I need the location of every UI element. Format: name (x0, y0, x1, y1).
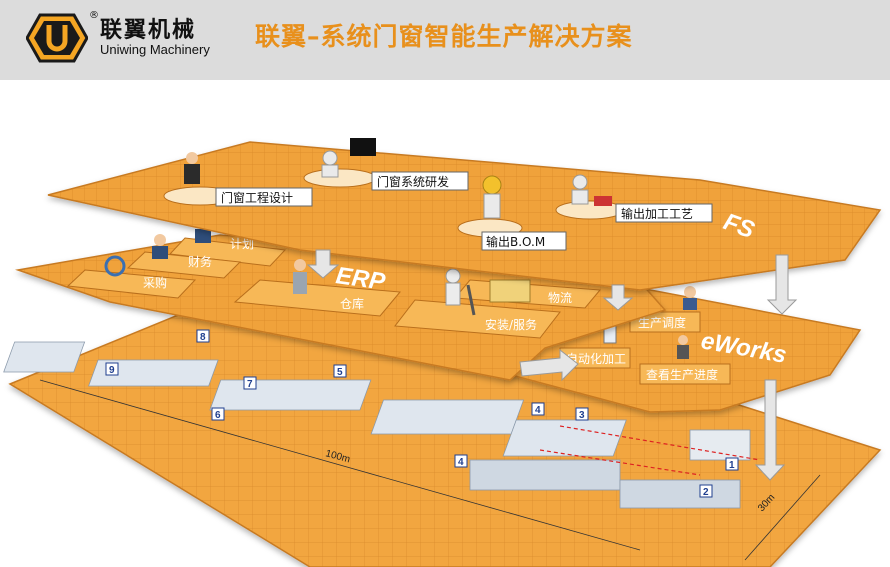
engineering-design-box (215, 187, 313, 207)
svg-text:5: 5 (337, 367, 343, 378)
fs-to-erp-arrow (306, 249, 340, 279)
machine-lines (3, 341, 751, 509)
warehouse-pad (233, 279, 401, 317)
station-tag: 8 (196, 329, 210, 343)
svg-text:2: 2 (703, 487, 709, 498)
svg-text:6: 6 (215, 410, 221, 421)
width-dimension-line (744, 474, 821, 561)
station-tag: 9 (105, 362, 119, 376)
install-service-label: 安装/服务 (485, 317, 537, 332)
svg-text:8: 8 (200, 332, 206, 343)
svg-text:9: 9 (109, 365, 115, 376)
registered-mark: ® (89, 10, 99, 21)
purchase-label: 采购 (143, 275, 167, 290)
purchase-pad (66, 269, 197, 299)
station-tag: 4 (454, 454, 468, 468)
process-output-label: 输出加工工艺 (621, 206, 693, 221)
warehouse-worker-icon (294, 259, 306, 271)
svg-text:1: 1 (729, 460, 735, 471)
svg-text:7: 7 (247, 379, 253, 390)
page-title: 联翼–系统门窗智能生产解决方案 (255, 22, 633, 51)
uniwing-logo-icon (26, 13, 88, 63)
station-tag: 2 (699, 484, 713, 498)
finance-label: 财务 (188, 254, 212, 269)
fs-layer: FS 门窗工程设计 门窗系统研发 输出B.O.M 输出加工工艺 (47, 138, 882, 291)
system-rd-label: 门窗系统研发 (377, 174, 449, 189)
wrench-icon (466, 284, 476, 316)
rd-pad (303, 168, 377, 188)
scheduler-person-icon (684, 286, 696, 298)
laptop-person-icon (572, 174, 588, 190)
bom-label: 输出B.O.M (486, 234, 545, 249)
factory-floor-layer: 100m 30m 1 2 3 4 4 5 6 7 8 9 (3, 264, 882, 567)
station-tag: 4 (531, 402, 545, 416)
plan-pad (168, 237, 287, 267)
logistics-label: 物流 (548, 291, 572, 305)
install-service-pad (394, 299, 561, 339)
eworks-to-factory-arrow (754, 379, 786, 481)
monitor-icon (350, 138, 376, 156)
researcher-person-icon (322, 150, 338, 166)
schedule-label: 生产调度 (638, 315, 686, 330)
station-tag: 7 (243, 376, 257, 390)
hardhat-person-icon (482, 175, 502, 195)
magnifier-icon (104, 255, 126, 277)
logo-english-name: Uniwing Machinery (100, 42, 210, 57)
production-layers-diagram: 100m 30m 1 2 3 4 4 5 6 7 8 9 eWorks 生产调度… (3, 138, 882, 567)
length-dimension-line (39, 379, 641, 551)
plan-label: 计划 (230, 237, 254, 251)
erp-to-eworks-arrow (602, 284, 634, 311)
progress-label: 查看生产进度 (646, 367, 718, 382)
warehouse-label: 仓库 (340, 296, 364, 311)
station-tag: 5 (333, 364, 347, 378)
progress-pad (639, 363, 731, 385)
header-bar: ® 联翼机械 Uniwing Machinery 联翼–系统门窗智能生产解决方案 (0, 0, 890, 80)
station-tag: 6 (211, 407, 225, 421)
erp-to-automation-arrow (519, 348, 579, 382)
automation-label: 自动化加工 (566, 352, 626, 366)
progress-person-icon (678, 335, 688, 345)
designer-person-icon (186, 152, 198, 164)
bom-box (481, 231, 567, 251)
svg-text:3: 3 (579, 410, 585, 421)
flow-arrows (306, 249, 798, 481)
cargo-boxes-icon (489, 279, 531, 303)
service-person-icon (445, 268, 461, 284)
fs-to-eworks-arrow (766, 254, 798, 315)
engineering-design-label: 门窗工程设计 (221, 190, 293, 205)
process-output-box (615, 203, 713, 223)
laptop-icon (594, 196, 612, 206)
process-pad (555, 200, 625, 220)
station-tag: 1 (725, 457, 739, 471)
station-tag: 3 (575, 407, 589, 421)
svg-text:4: 4 (458, 457, 464, 468)
finance-person-icon (154, 234, 166, 246)
logo-chinese-name: 联翼机械 (100, 18, 197, 43)
svg-text:4: 4 (535, 405, 541, 416)
schedule-pad (629, 311, 701, 333)
system-rd-box (371, 171, 469, 191)
